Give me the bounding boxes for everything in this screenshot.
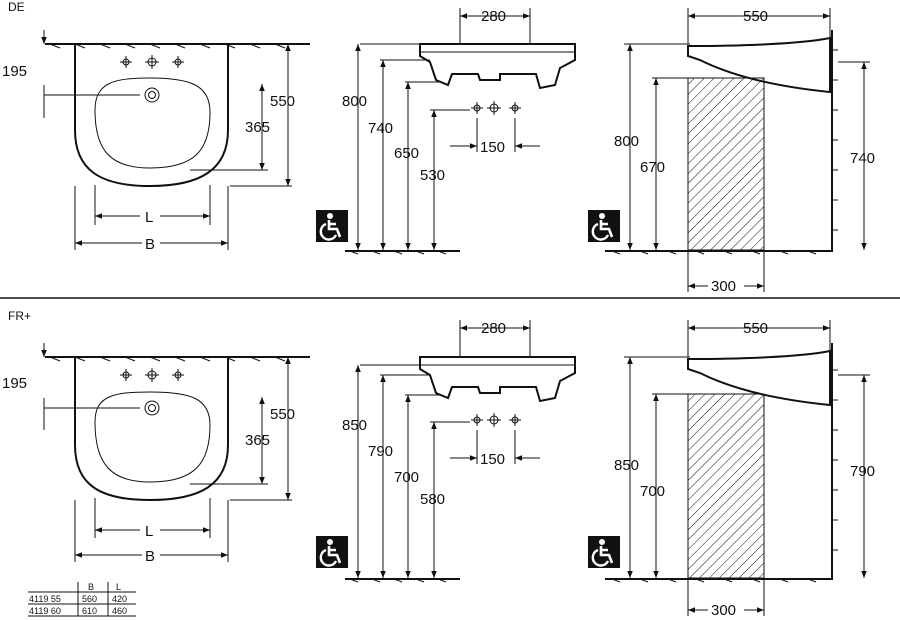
- panel-de: 195 550 365 L: [2, 8, 875, 295]
- side-dim-740: 740: [368, 120, 393, 137]
- wheelchair-accessible-icon: [314, 208, 350, 244]
- table-cell: 560: [82, 594, 97, 604]
- front-dim-365: 365: [245, 432, 270, 449]
- side-dim-150: 150: [480, 451, 505, 468]
- side-view: 280 800 740 650 530: [314, 8, 576, 255]
- side-dim-280: 280: [481, 320, 506, 337]
- front-dim-550: 550: [270, 93, 295, 110]
- section-dim-670: 670: [640, 159, 665, 176]
- table-cell: 460: [112, 606, 127, 616]
- table-header-l: L: [116, 582, 121, 592]
- side-dim-650: 650: [394, 145, 419, 162]
- side-dim-790: 790: [368, 443, 393, 460]
- side-dim-530: 530: [420, 167, 445, 184]
- section-view: 550 850 700 790 300: [586, 320, 875, 619]
- table-cell: 420: [112, 594, 127, 604]
- front-dim-B: B: [145, 236, 155, 253]
- side-dim-850: 850: [342, 417, 367, 434]
- section-view: 550 800 670 740 300: [586, 8, 875, 295]
- wheelchair-accessible-icon: [586, 208, 622, 244]
- section-dim-850: 850: [614, 457, 639, 474]
- side-dim-700: 700: [394, 469, 419, 486]
- side-dim-280: 280: [481, 8, 506, 25]
- section-dim-550: 550: [743, 8, 768, 25]
- table-cell: 610: [82, 606, 97, 616]
- front-dim-L: L: [145, 209, 153, 226]
- side-dim-150: 150: [480, 139, 505, 156]
- front-dim-365: 365: [245, 119, 270, 136]
- side-dim-580: 580: [420, 491, 445, 508]
- section-dim-550: 550: [743, 320, 768, 337]
- wheelchair-accessible-icon: [586, 534, 622, 570]
- table-cell: 4119 55: [29, 594, 61, 604]
- section-dim-300: 300: [711, 602, 736, 619]
- front-view: 195 550 365 L: [2, 30, 310, 253]
- section-dim-700: 700: [640, 483, 665, 500]
- section-dim-800: 800: [614, 133, 639, 150]
- front-dim-195: 195: [2, 375, 27, 392]
- wheelchair-accessible-icon: [314, 534, 350, 570]
- region-label-de: DE: [8, 0, 25, 14]
- side-view: 280 850 790 700 580 150: [314, 320, 576, 583]
- section-dim-740: 740: [850, 150, 875, 167]
- region-label-fr: FR+: [8, 309, 31, 323]
- panel-fr: 195 550 365 L B: [2, 320, 875, 619]
- section-dim-300: 300: [711, 278, 736, 295]
- front-dim-550: 550: [270, 406, 295, 423]
- front-dim-B: B: [145, 548, 155, 565]
- front-view: 195 550 365 L B: [2, 343, 310, 565]
- table-cell: 4119 60: [29, 606, 61, 616]
- side-dim-800: 800: [342, 93, 367, 110]
- section-dim-790: 790: [850, 463, 875, 480]
- front-dim-195: 195: [2, 63, 27, 80]
- front-dim-L: L: [145, 523, 153, 540]
- table-header-b: B: [88, 582, 94, 592]
- size-table: B L 4119 55 560 420 4119 60 610 460: [28, 582, 136, 617]
